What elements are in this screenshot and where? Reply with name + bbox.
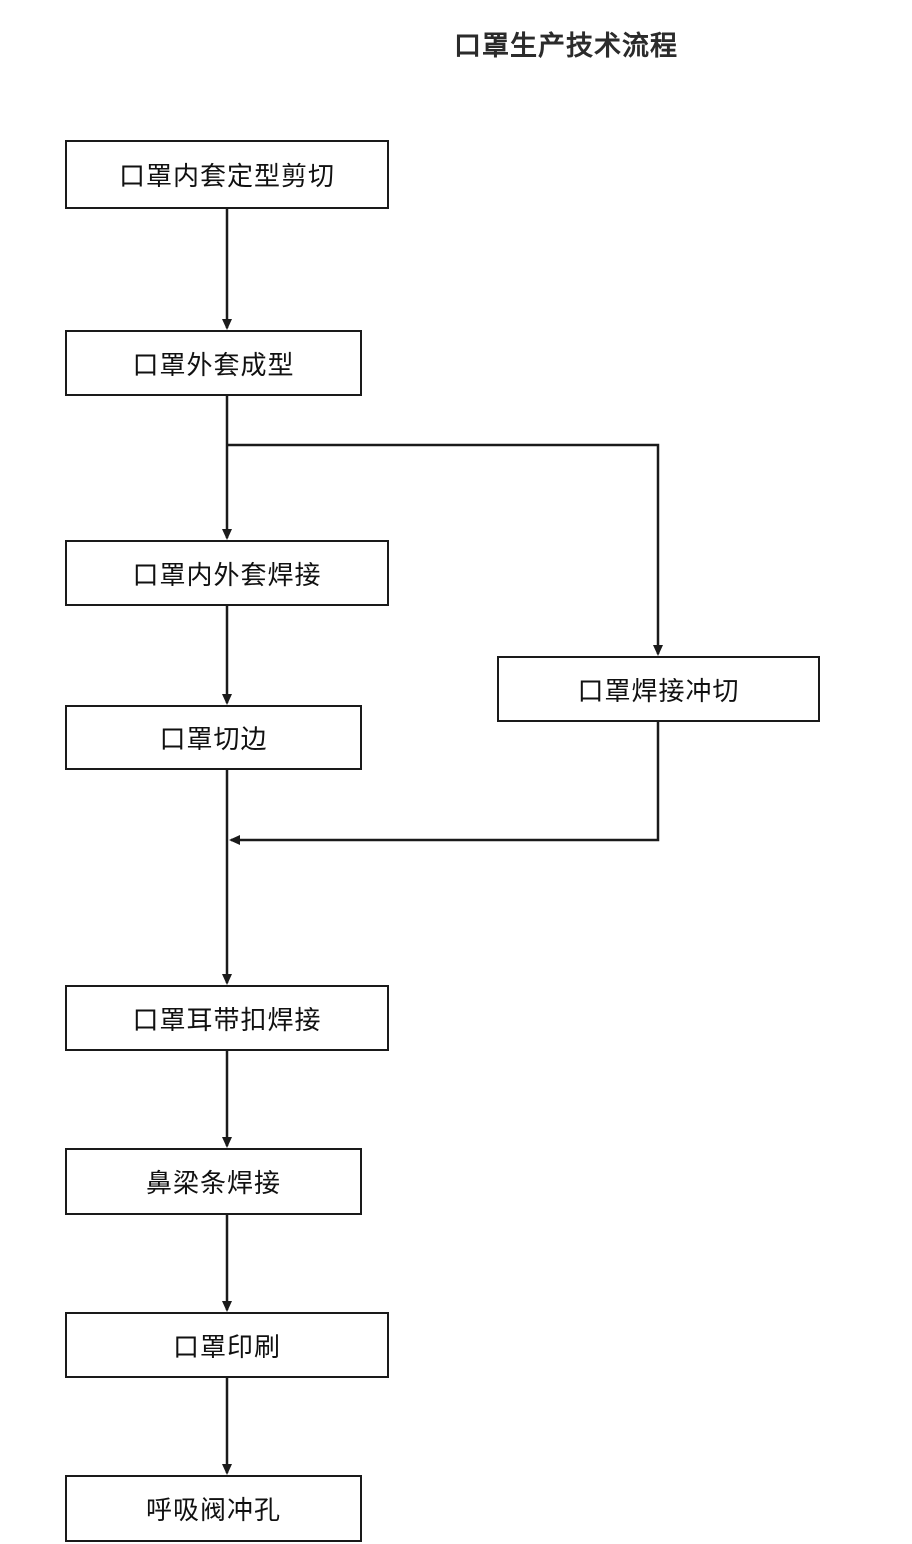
node-label: 口罩外套成型 bbox=[132, 350, 295, 381]
node-label: 口罩焊接冲切 bbox=[577, 676, 740, 707]
page-title: 口罩生产技术流程 bbox=[454, 31, 678, 62]
node-label: 口罩印刷 bbox=[172, 1332, 281, 1363]
node-outer-shell-forming[interactable]: 口罩外套成型 bbox=[65, 330, 362, 396]
node-weld-punch-cutting[interactable]: 口罩焊接冲切 bbox=[497, 656, 820, 722]
node-mask-printing[interactable]: 口罩印刷 bbox=[65, 1312, 389, 1378]
node-inner-shell-trim[interactable]: 口罩内套定型剪切 bbox=[65, 140, 389, 209]
node-earloop-buckle-welding[interactable]: 口罩耳带扣焊接 bbox=[65, 985, 389, 1051]
node-label: 口罩切边 bbox=[159, 725, 268, 755]
node-label: 口罩耳带扣焊接 bbox=[132, 1005, 322, 1036]
node-valve-punching[interactable]: 呼吸阀冲孔 bbox=[65, 1475, 362, 1542]
node-label: 口罩内外套焊接 bbox=[132, 560, 322, 591]
node-label: 鼻梁条焊接 bbox=[145, 1169, 281, 1199]
node-label: 口罩内套定型剪切 bbox=[118, 162, 335, 192]
node-edge-cutting[interactable]: 口罩切边 bbox=[65, 705, 362, 770]
node-inner-outer-welding[interactable]: 口罩内外套焊接 bbox=[65, 540, 389, 606]
node-nose-bridge-welding[interactable]: 鼻梁条焊接 bbox=[65, 1148, 362, 1215]
node-label: 呼吸阀冲孔 bbox=[145, 1496, 281, 1526]
